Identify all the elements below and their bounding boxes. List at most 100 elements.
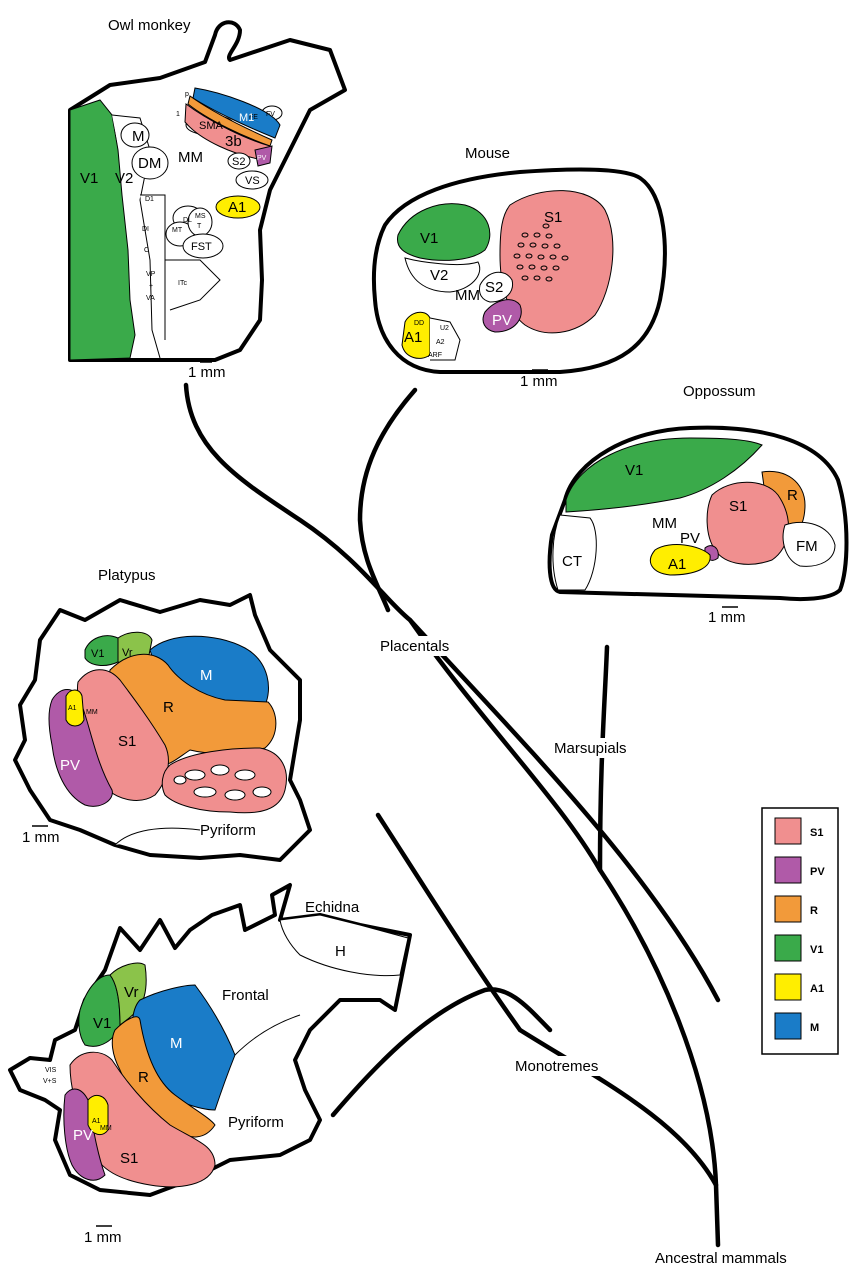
mouse-label-dd: DD	[414, 320, 424, 327]
platypus-label-m: M	[200, 667, 213, 684]
legend-label-pv: PV	[810, 866, 825, 878]
legend-swatch-pv	[775, 857, 801, 883]
opossum-cortex-map: Oppossum V1 S1 R MM PV CT A1 FM 1 mm	[550, 383, 847, 626]
s1-island	[235, 770, 255, 780]
owl-label-di: DI	[142, 226, 149, 233]
legend-label-a1: A1	[810, 983, 824, 995]
owl-label-d1: D1	[145, 196, 154, 203]
legend-label-m: M	[810, 1022, 819, 1034]
owl-label-dl: DL	[183, 217, 192, 224]
echidna-title: Echidna	[305, 899, 360, 916]
s1-island	[174, 776, 186, 784]
legend-label-v1: V1	[810, 944, 823, 956]
echidna-label-r: R	[138, 1069, 149, 1086]
owl-label-v2: V2	[115, 170, 133, 187]
echidna-label-s1: S1	[120, 1150, 138, 1167]
mouse-label-s2: S2	[485, 279, 503, 296]
echidna-label-vs: V+S	[43, 1078, 57, 1085]
mouse-scale-label: 1 mm	[520, 373, 558, 390]
platypus-label-mm: MM	[86, 709, 98, 716]
echidna-scale-label: 1 mm	[84, 1229, 122, 1246]
owl-label-c: C	[144, 247, 149, 254]
legend-swatch-m	[775, 1013, 801, 1039]
platypus-label-v1: V1	[91, 648, 104, 660]
owl-label-v1: V1	[80, 170, 98, 187]
opossum-label-ct: CT	[562, 553, 582, 570]
echidna-label-frontal: Frontal	[222, 987, 269, 1004]
owl-label-s2: S2	[232, 156, 245, 168]
monotremes-label: Monotremes	[515, 1058, 598, 1075]
opossum-label-s1: S1	[729, 498, 747, 515]
owl-label-vs: VS	[245, 175, 260, 187]
echidna-label-pv: PV	[73, 1127, 93, 1144]
legend-label-s1: S1	[810, 827, 823, 839]
mouse-label-s1: S1	[544, 209, 562, 226]
platypus-label-pyriform: Pyriform	[200, 822, 256, 839]
mouse-label-arf: ARF	[428, 352, 442, 359]
legend-swatch-r	[775, 896, 801, 922]
tree-branch-monotreme-stem	[520, 1030, 716, 1185]
s1-island	[211, 765, 229, 775]
platypus-label-s1: S1	[118, 733, 136, 750]
s1-island	[253, 787, 271, 797]
owl-label-3b: 3b	[225, 133, 242, 150]
owl-scale-label: 1 mm	[188, 364, 226, 381]
owl-label-m1: M1	[239, 112, 254, 124]
echidna-label-v1: V1	[93, 1015, 111, 1032]
opossum-label-v1: V1	[625, 462, 643, 479]
mouse-title: Mouse	[465, 145, 510, 162]
owl-label-a1: A1	[228, 199, 246, 216]
echidna-cortex-map: Echidna V1 Vr M R S1 PV A1 MM VIS V+S H …	[10, 885, 410, 1246]
s1-island	[225, 790, 245, 800]
legend-swatch-s1	[775, 818, 801, 844]
owl-label-vp: VP	[146, 271, 156, 278]
owl-label-dm: DM	[138, 155, 161, 172]
echidna-label-pyriform: Pyriform	[228, 1114, 284, 1131]
owl-monkey-cortex-map: Owl monkey M DM V1 V2 MM SMA FE FV p 1 M…	[70, 17, 345, 381]
owl-label-mt: MT	[172, 227, 183, 234]
platypus-label-pv: PV	[60, 757, 80, 774]
echidna-label-mm: MM	[100, 1125, 112, 1132]
opossum-scale-label: 1 mm	[708, 609, 746, 626]
owl-label-1: 1	[176, 111, 180, 118]
mouse-label-v2: V2	[430, 267, 448, 284]
mouse-label-a2: A2	[436, 339, 445, 346]
legend-label-r: R	[810, 905, 818, 917]
owl-label-va: VA	[146, 295, 155, 302]
s1-island	[185, 770, 205, 780]
echidna-label-h: H	[335, 943, 346, 960]
owl-label-pv: PV	[257, 155, 267, 162]
mouse-cortex-map: Mouse	[374, 145, 665, 390]
platypus-title: Platypus	[98, 567, 156, 584]
owl-label-plus: +	[149, 283, 153, 290]
owl-label-fv: FV	[266, 111, 275, 118]
opossum-label-r: R	[787, 487, 798, 504]
owl-label-fst: FST	[191, 241, 212, 253]
opossum-label-pv: PV	[680, 530, 700, 547]
owl-monkey-title: Owl monkey	[108, 17, 191, 34]
owl-label-sma: SMA	[199, 120, 224, 132]
mouse-label-mm: MM	[455, 287, 480, 304]
owl-label-mm: MM	[178, 149, 203, 166]
ancestral-mammals-label: Ancestral mammals	[655, 1250, 787, 1267]
legend-swatch-v1	[775, 935, 801, 961]
legend: S1 PV R V1 A1 M	[762, 808, 838, 1054]
opossum-label-mm: MM	[652, 515, 677, 532]
mouse-label-a1: A1	[404, 329, 422, 346]
legend-swatch-a1	[775, 974, 801, 1000]
opossum-label-a1: A1	[668, 556, 686, 573]
echidna-label-m: M	[170, 1035, 183, 1052]
placentals-label: Placentals	[380, 638, 449, 655]
echidna-label-a1: A1	[92, 1118, 101, 1125]
mouse-label-u2: U2	[440, 325, 449, 332]
owl-label-m: M	[132, 128, 145, 145]
platypus-label-a1: A1	[68, 705, 77, 712]
owl-label-ms: MS	[195, 213, 206, 220]
owl-label-itc: ITc	[178, 280, 187, 287]
echidna-label-vis: VIS	[45, 1067, 57, 1074]
owl-label-p: p	[185, 91, 189, 98]
platypus-label-vr: Vr	[122, 647, 133, 659]
mouse-label-pv: PV	[492, 312, 512, 329]
opossum-label-fm: FM	[796, 538, 818, 555]
